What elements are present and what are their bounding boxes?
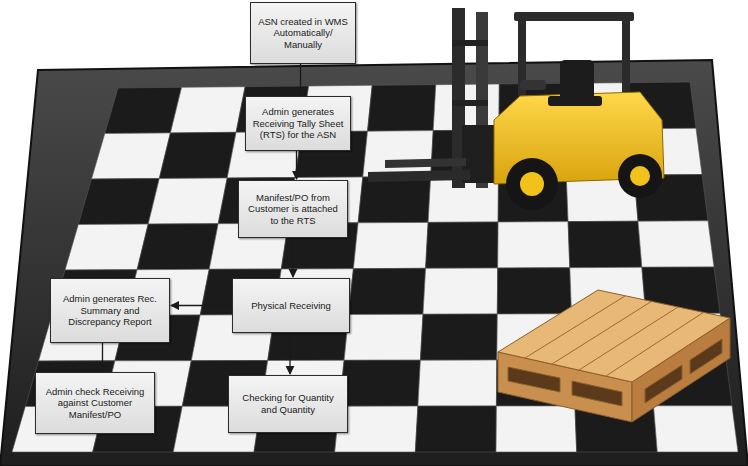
board-square	[148, 178, 227, 224]
box-text: Physical Receiving	[251, 300, 331, 312]
box-text: Admin generates Rec. Summary and Discrep…	[57, 293, 163, 328]
board-square	[170, 87, 245, 133]
board-square	[65, 224, 148, 270]
process-box: ASN created in WMS Automatically/ Manual…	[250, 2, 356, 64]
board-square	[496, 406, 577, 452]
flow-arrow	[102, 343, 103, 371]
process-box: Admin check Receiving against Customer M…	[35, 372, 155, 434]
board-square	[433, 84, 499, 131]
board-square	[654, 406, 739, 452]
forklift	[368, 8, 664, 210]
process-box: Physical Receiving	[232, 278, 350, 333]
box-text: Manifest/PO from Customer is attached to…	[245, 192, 341, 227]
board-square	[358, 177, 431, 223]
flow-arrow	[292, 238, 293, 277]
board-square	[159, 132, 236, 178]
box-text: Checking for Quantity and Quantity	[235, 392, 341, 415]
checker-board	[12, 82, 738, 452]
pallet	[498, 290, 730, 422]
board-square	[423, 268, 498, 314]
board-square	[418, 360, 497, 406]
board-square	[353, 222, 428, 268]
process-box: Manifest/PO from Customer is attached to…	[238, 180, 348, 238]
board-square	[363, 131, 433, 177]
board-frame	[0, 60, 748, 466]
box-text: Admin check Receiving against Customer M…	[42, 386, 148, 421]
board-square	[368, 85, 436, 132]
process-box: Admin generates Receiving Tally Sheet (R…	[245, 96, 351, 151]
box-text: ASN created in WMS Automatically/ Manual…	[257, 16, 349, 51]
board-square	[344, 314, 423, 360]
board-square	[105, 87, 182, 133]
flow-arrow	[296, 151, 297, 179]
process-box: Checking for Quantity and Quantity	[228, 375, 348, 433]
flow-arrow	[289, 333, 290, 374]
board-square	[498, 222, 570, 268]
flow-arrow	[171, 305, 232, 306]
board-square	[415, 406, 496, 452]
board-square	[339, 360, 420, 406]
box-text: Admin generates Receiving Tally Sheet (R…	[252, 106, 344, 141]
board-square	[78, 179, 159, 225]
board-square	[426, 222, 499, 268]
board-square	[137, 224, 218, 270]
board-square	[92, 133, 171, 179]
board-square	[638, 221, 714, 267]
board-square	[349, 268, 426, 314]
board-square	[420, 314, 497, 360]
board-square	[497, 268, 571, 314]
flow-arrow	[300, 64, 301, 95]
process-box: Admin generates Rec. Summary and Discrep…	[50, 278, 170, 343]
board-square	[568, 221, 642, 268]
